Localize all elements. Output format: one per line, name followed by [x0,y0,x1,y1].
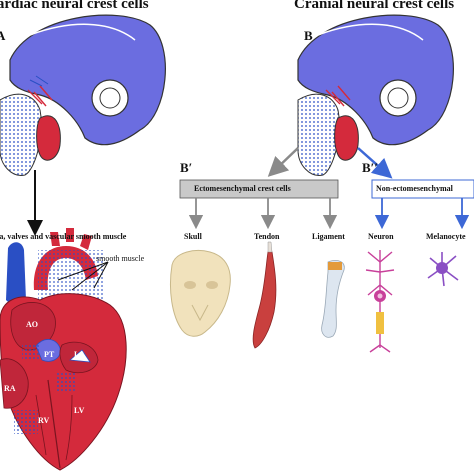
ecto-box [179,179,339,199]
panel-label-b: B [304,28,313,43]
title-cranial: Cranial neural crest cells [294,0,455,12]
panel-label-b-prime: B′ [180,160,193,175]
tendon-illustration [252,241,277,349]
ligament-label: Ligament [312,232,345,241]
heart-label-la: LA [74,350,86,359]
embryo-right [297,14,454,176]
arrow-b-to-non-ecto [357,147,393,179]
non-ecto-box [371,179,474,199]
heart-label-rv: RV [38,416,50,425]
title-cardiac: Cardiac neural crest cells [0,0,149,12]
arrow-b-to-ecto [267,147,299,177]
neuron-illustration [365,250,395,353]
smooth-muscle-label: smooth muscle [96,254,145,263]
heart-label-ra: RA [4,384,16,393]
heart-label-ao: AO [26,320,38,329]
melanocyte-illustration [427,252,459,287]
melanocyte-label: Melanocyte [426,232,466,241]
ecto-box-label: Ectomesenchymal crest cells [194,184,291,193]
tendon-label: Tendon [254,232,280,241]
non-ecto-box-label: Non-ectomesenchymal [376,184,453,193]
panel-label-a: A [0,28,6,43]
cardiac-outcome-label: La, valves and vascular smooth muscle [0,232,127,241]
skull-label: Skull [184,232,202,241]
skull-illustration [169,250,231,337]
heart-label-lv: LV [74,406,85,415]
embryo-left [0,14,166,176]
heart-label-pt: PT [44,350,55,359]
ligament-illustration [321,260,345,338]
heart-illustration [0,228,127,471]
neuron-label: Neuron [368,232,394,241]
panel-label-b-double-prime: B′′ [362,160,378,175]
